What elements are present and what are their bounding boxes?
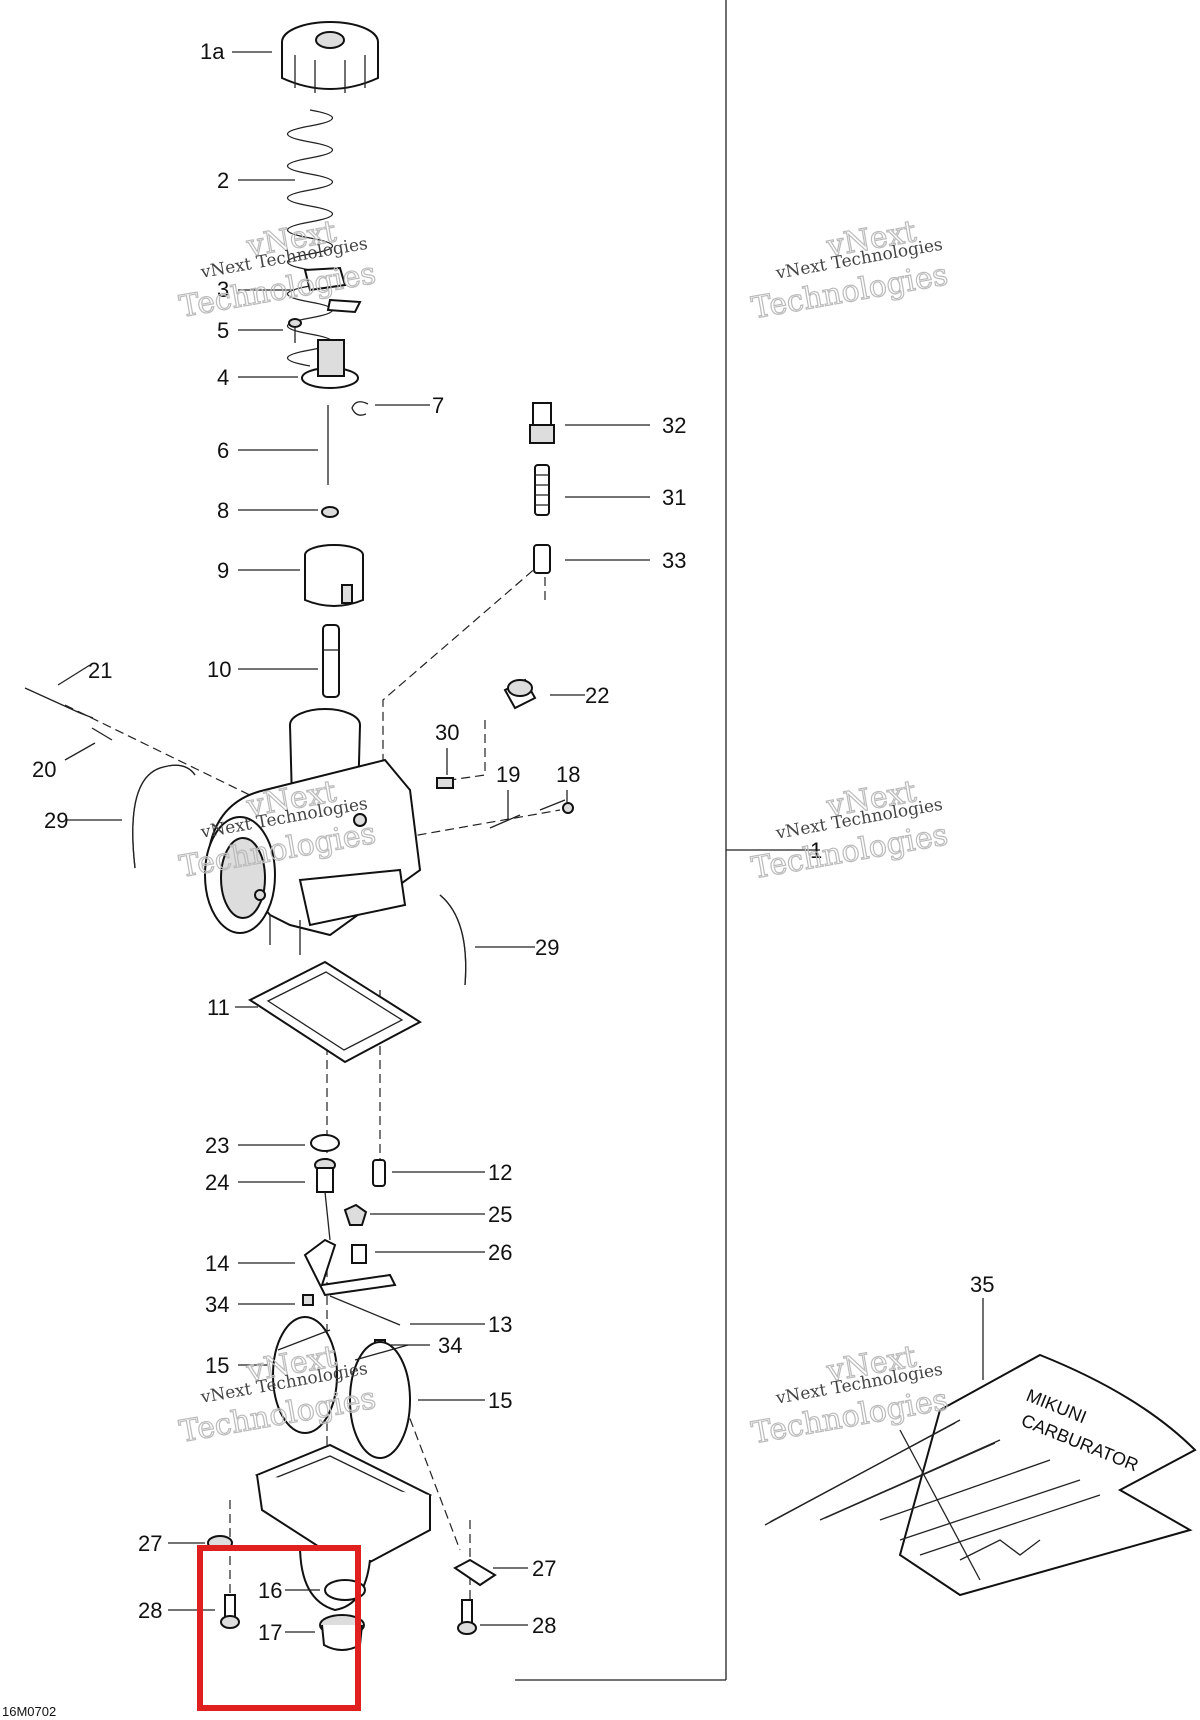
label-31: 31 bbox=[662, 485, 686, 510]
label-27-left: 27 bbox=[138, 1531, 162, 1556]
part-28-screw-left bbox=[220, 1594, 240, 1629]
part-24-needle-jet bbox=[314, 1158, 336, 1241]
label-1: 1 bbox=[810, 838, 822, 863]
part-20-spring bbox=[91, 727, 113, 741]
label-28-right: 28 bbox=[532, 1613, 556, 1638]
part-3-plate bbox=[303, 266, 362, 314]
label-34-left: 34 bbox=[205, 1292, 229, 1317]
label-25: 25 bbox=[488, 1202, 512, 1227]
part-14-float-arm bbox=[303, 1238, 397, 1297]
part-1a-top-cap bbox=[281, 21, 379, 93]
label-15-right: 15 bbox=[488, 1388, 512, 1413]
label-3: 3 bbox=[217, 277, 229, 302]
watermark-top-right: vNext vNext Technologies Technologies bbox=[748, 214, 951, 327]
part-33-nut bbox=[533, 544, 551, 574]
label-24: 24 bbox=[205, 1170, 229, 1195]
part-21-pilot-air-screw bbox=[24, 687, 94, 719]
label-12: 12 bbox=[488, 1160, 512, 1185]
watermark-top-left: vNext vNext Technologies Technologies bbox=[176, 214, 379, 326]
label-19: 19 bbox=[496, 762, 520, 787]
label-22: 22 bbox=[585, 683, 609, 708]
part-29-hose-left bbox=[132, 764, 196, 869]
part-34-plug-left bbox=[302, 1294, 314, 1306]
carburetor-body bbox=[204, 708, 422, 955]
watermark-mid-right: vNext vNext Technologies Technologies bbox=[748, 774, 951, 887]
label-27-right: 27 bbox=[532, 1556, 556, 1581]
watermark-bottom-right: vNext vNext Technologies Technologies bbox=[748, 1339, 951, 1452]
part-18-screw bbox=[539, 799, 574, 814]
part-29-hose-right bbox=[439, 894, 467, 986]
label-28-left: 28 bbox=[138, 1598, 162, 1623]
part-labels: 1a 2 3 5 4 7 6 8 9 10 21 20 29 22 30 19 … bbox=[32, 39, 994, 1645]
part-10-needle-jet bbox=[322, 624, 340, 698]
part-5-screw bbox=[288, 318, 302, 343]
part-4-needle-holder bbox=[301, 339, 359, 389]
drawing-id: 16M0702 bbox=[2, 1704, 56, 1719]
label-26: 26 bbox=[488, 1240, 512, 1265]
frame-lines bbox=[515, 0, 820, 1681]
part-15-float-left bbox=[272, 1316, 338, 1434]
label-29-right: 29 bbox=[535, 935, 559, 960]
part-15-float-right bbox=[349, 1341, 411, 1459]
label-30: 30 bbox=[435, 720, 459, 745]
label-16: 16 bbox=[258, 1578, 282, 1603]
part-11-gasket bbox=[248, 960, 422, 1064]
label-18: 18 bbox=[556, 762, 580, 787]
label-34-right: 34 bbox=[438, 1333, 462, 1358]
label-35: 35 bbox=[970, 1272, 994, 1297]
label-17: 17 bbox=[258, 1620, 282, 1645]
part-13-float-pin bbox=[329, 1295, 401, 1326]
label-10: 10 bbox=[207, 657, 231, 682]
part-8-washer bbox=[321, 506, 339, 518]
label-1a: 1a bbox=[200, 39, 225, 64]
label-23: 23 bbox=[205, 1133, 229, 1158]
label-2: 2 bbox=[217, 168, 229, 193]
label-21: 21 bbox=[88, 658, 112, 683]
part-28-screw-right bbox=[457, 1599, 477, 1635]
label-20: 20 bbox=[32, 757, 56, 782]
part-9-throttle-valve bbox=[304, 544, 364, 607]
label-6: 6 bbox=[217, 438, 229, 463]
label-33: 33 bbox=[662, 548, 686, 573]
label-9: 9 bbox=[217, 558, 229, 583]
part-25-main-jet bbox=[343, 1203, 368, 1226]
part-27-plate-right bbox=[453, 1558, 497, 1587]
part-30-nipple bbox=[436, 777, 454, 789]
part-26-jet bbox=[351, 1244, 367, 1264]
label-11: 11 bbox=[207, 995, 230, 1020]
label-4: 4 bbox=[217, 365, 229, 390]
part-31-spring bbox=[534, 464, 550, 516]
part-17-drain-plug bbox=[319, 1614, 365, 1651]
part-32-fitting bbox=[529, 402, 555, 444]
part-23-o-ring bbox=[310, 1134, 340, 1152]
label-29-left: 29 bbox=[44, 808, 68, 833]
part-7-clip bbox=[351, 401, 369, 416]
leader-lines bbox=[57, 51, 984, 1633]
part-12-pilot-jet bbox=[372, 1159, 386, 1187]
part-22-cap bbox=[503, 678, 537, 710]
label-14: 14 bbox=[205, 1251, 229, 1276]
label-15-left: 15 bbox=[205, 1353, 229, 1378]
label-5: 5 bbox=[217, 318, 229, 343]
watermark-bottom-left: vNext vNext Technologies Technologies bbox=[176, 1339, 379, 1451]
label-7: 7 bbox=[432, 393, 444, 418]
label-32: 32 bbox=[662, 413, 686, 438]
label-13: 13 bbox=[488, 1312, 512, 1337]
label-8: 8 bbox=[217, 498, 229, 523]
highlight-box bbox=[197, 1545, 361, 1711]
part-35-tool-kit: MIKUNI CARBURATOR bbox=[764, 1353, 1197, 1597]
part-19-spring bbox=[489, 814, 521, 829]
